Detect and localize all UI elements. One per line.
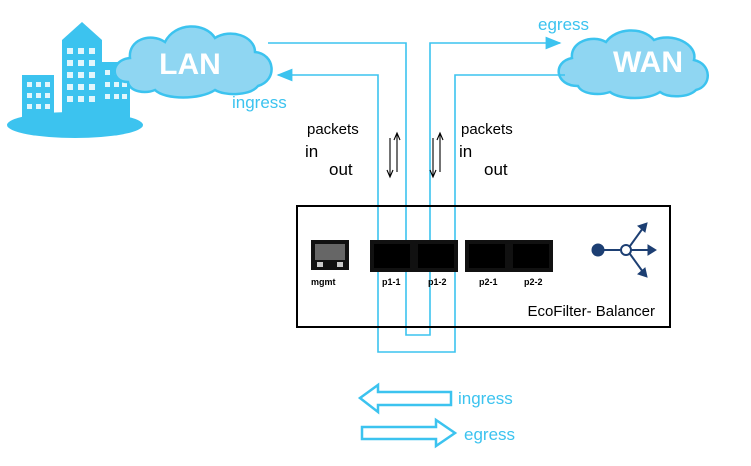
egress-path [268, 36, 562, 336]
legend-egress-label: egress [464, 425, 515, 444]
packets-left-in: in [305, 142, 318, 161]
in-out-arrows-left-icon [386, 131, 401, 179]
port-p2-2-label: p2-2 [524, 277, 543, 287]
legend: ingress egress [357, 382, 515, 449]
lan-cloud-icon: LAN [113, 25, 273, 99]
network-hub-icon [591, 222, 657, 278]
port-p1-2-label: p1-2 [428, 277, 447, 287]
port-mgmt[interactable] [311, 240, 349, 270]
port-p2-1[interactable] [465, 240, 509, 272]
packets-right-title: packets [461, 121, 513, 138]
port-p1-2[interactable] [414, 240, 458, 272]
in-out-arrows-right-icon [429, 131, 444, 179]
port-p2-1-label: p2-1 [479, 277, 498, 287]
port-p1-1-label: p1-1 [382, 277, 401, 287]
packets-left-group: packets in out [305, 121, 401, 179]
ingress-legend-arrow-icon [357, 382, 453, 415]
lan-label: LAN [159, 48, 221, 81]
packets-left-title: packets [307, 121, 359, 138]
traffic-paths [268, 36, 565, 353]
egress-top-label: egress [538, 15, 589, 34]
packets-left-out: out [329, 160, 353, 179]
packets-right-group: packets in out [429, 121, 513, 179]
port-mgmt-label: mgmt [311, 277, 336, 287]
ingress-path [276, 68, 565, 353]
packets-right-in: in [459, 142, 472, 161]
ingress-top-label: ingress [232, 93, 287, 112]
device-name: EcoFilter- Balancer [527, 303, 655, 320]
port-p1-1[interactable] [370, 240, 414, 272]
egress-legend-arrow-icon [360, 417, 458, 449]
port-p2-2[interactable] [509, 240, 553, 272]
packets-right-out: out [484, 160, 508, 179]
legend-ingress-label: ingress [458, 389, 513, 408]
wan-label: WAN [613, 46, 683, 79]
lan-buildings-icon [7, 22, 143, 138]
wan-cloud-icon: WAN [557, 29, 709, 100]
device-chassis: mgmt p1-1 p1-2 p2-1 p2-2 [296, 205, 671, 328]
